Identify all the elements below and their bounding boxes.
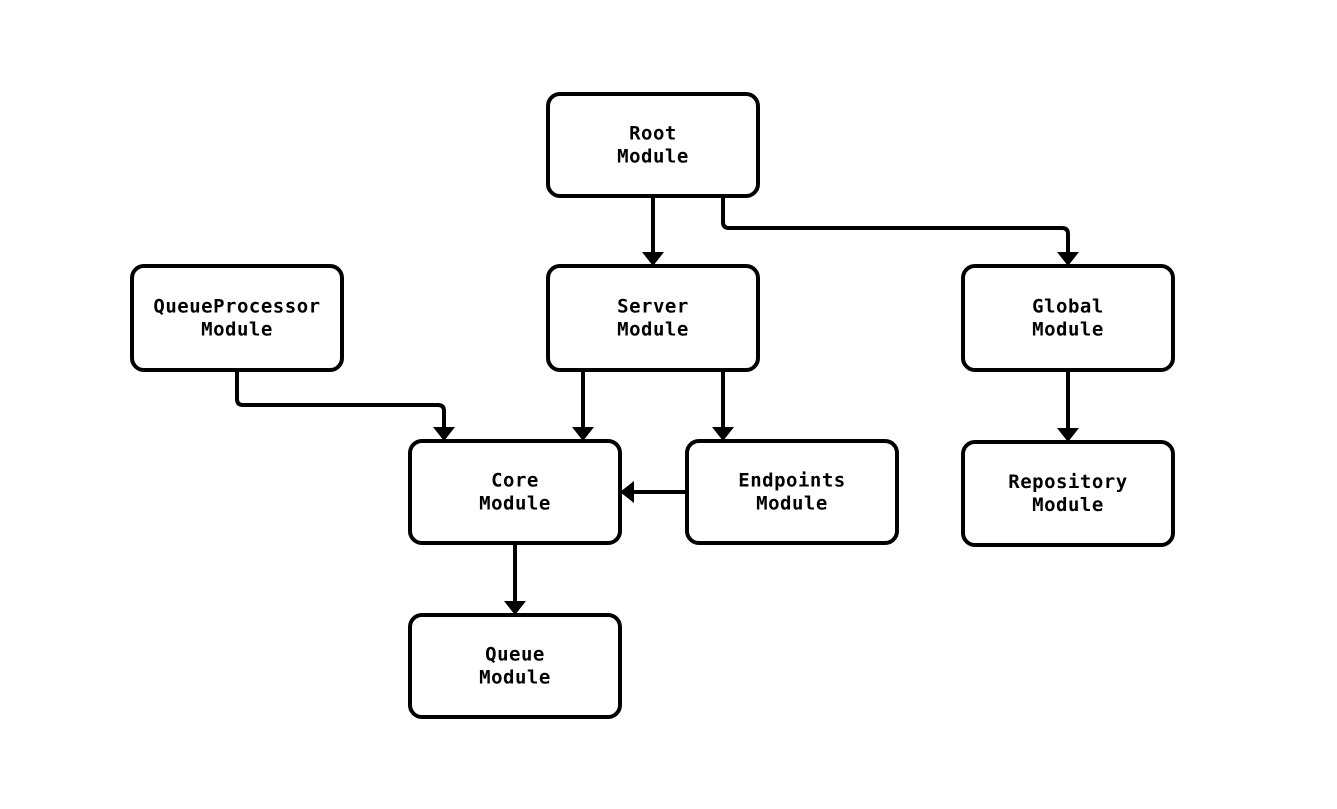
- core-module-node-label-line2: Module: [479, 493, 551, 515]
- edge-global-to-repository-arrowhead-icon: [1057, 428, 1079, 442]
- queueprocessor-module-node-shape[interactable]: [130, 264, 344, 372]
- edges-layer: [235, 196, 1079, 615]
- edge-server-to-endpoints-arrowhead-icon: [712, 427, 734, 441]
- root-module-node-shape[interactable]: [546, 92, 760, 198]
- edge-global-to-repository: [1057, 370, 1079, 442]
- server-module-node-shape[interactable]: [546, 264, 760, 372]
- edge-server-to-endpoints: [712, 370, 734, 441]
- endpoints-module-node-label-line1: Endpoints: [738, 470, 845, 492]
- endpoints-module-node-label-line2: Module: [756, 493, 828, 515]
- core-module-node-shape[interactable]: [408, 439, 622, 545]
- edge-endpoints-to-core: [620, 481, 687, 503]
- edge-queueprocessor-to-core-line: [235, 370, 446, 427]
- queueprocessor-module-node-label-line2: Module: [201, 319, 273, 341]
- edge-root-to-global-line: [721, 196, 1070, 252]
- repository-module-node-label-line2: Module: [1032, 494, 1104, 516]
- queueprocessor-module-node-label-line1: QueueProcessor: [153, 296, 320, 318]
- server-module-node-label-line1: Server: [617, 296, 689, 318]
- repository-module-node-shape[interactable]: [961, 440, 1175, 547]
- edge-server-to-core: [572, 370, 594, 441]
- edge-server-to-core-arrowhead-icon: [572, 427, 594, 441]
- edge-root-to-global-arrowhead-icon: [1057, 252, 1079, 266]
- server-module-node-label-line2: Module: [617, 319, 689, 341]
- global-module-node-label-line2: Module: [1032, 319, 1104, 341]
- global-module-node-shape[interactable]: [961, 264, 1175, 372]
- edge-core-to-queue: [504, 543, 526, 615]
- global-module-node-label-line1: Global: [1032, 296, 1104, 318]
- repository-module-node-label-line1: Repository: [1008, 471, 1127, 493]
- root-module-node-label-line1: Root: [629, 123, 677, 145]
- edge-core-to-queue-arrowhead-icon: [504, 601, 526, 615]
- edge-queueprocessor-to-core-arrowhead-icon: [433, 427, 455, 441]
- endpoints-module-node-shape[interactable]: [685, 439, 899, 545]
- edge-root-to-server-arrowhead-icon: [642, 252, 664, 266]
- queue-module-node-shape[interactable]: [408, 613, 622, 719]
- queue-module-node-label-line2: Module: [479, 667, 551, 689]
- edge-queueprocessor-to-core: [235, 370, 455, 441]
- edge-root-to-global: [721, 196, 1079, 266]
- edge-root-to-server: [642, 196, 664, 266]
- root-module-node-label-line2: Module: [617, 146, 689, 168]
- edge-endpoints-to-core-arrowhead-icon: [620, 481, 634, 503]
- nodes-layer: RootModuleQueueProcessorModuleServerModu…: [130, 92, 1175, 719]
- core-module-node-label-line1: Core: [491, 470, 539, 492]
- queue-module-node-label-line1: Queue: [485, 644, 545, 666]
